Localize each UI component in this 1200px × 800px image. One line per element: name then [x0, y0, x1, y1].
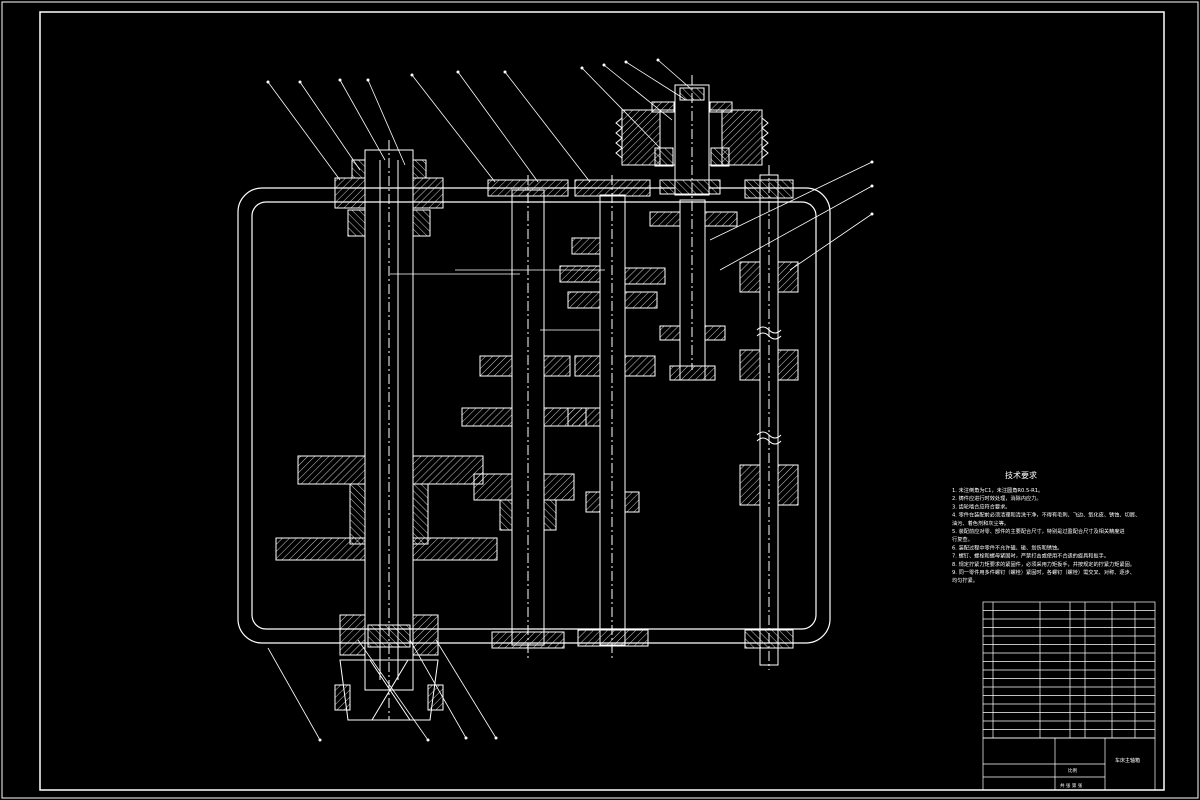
pulley [615, 75, 769, 370]
shaft-2 [461, 175, 587, 660]
note-line: 均匀拧紧。 [952, 576, 978, 584]
scale-label: 比例 [1068, 767, 1077, 774]
note-line: 行复查。 [952, 535, 973, 543]
technical-notes: 技术要求 1. 未注倒角为C1，未注圆角R0.5-R1。2. 铸件应进行时效处理… [952, 470, 1140, 584]
title-block [982, 601, 1156, 791]
drawing-name: 车床主轴箱 [1115, 757, 1140, 764]
item-balloons [266, 58, 874, 742]
note-line: 3. 齿轮啮合应符合要求。 [952, 502, 1010, 510]
note-line: 7. 螺钉、螺栓和螺母紧固时，严禁打击或使用不合适的旋具和扳手。 [952, 552, 1109, 560]
main-spindle [275, 140, 498, 721]
note-line: 5. 装配前应对零、部件的主要配合尺寸，特别是过盈配合尺寸及相关精度进 [952, 527, 1125, 535]
note-line: 8. 规定拧紧力矩要求的紧固件，必须采用力矩扳手，并按规定的拧紧力矩紧固。 [952, 560, 1135, 568]
shaft-5 [739, 165, 799, 670]
notes-lines: 1. 未注倒角为C1，未注圆角R0.5-R1。2. 铸件应进行时效处理，消除内应… [952, 486, 1140, 584]
inner-border [39, 11, 1165, 791]
shaft-4 [649, 179, 738, 381]
leader-lines [267, 59, 873, 741]
note-line: 6. 装配过程中零件不允许磕、碰、划伤和锈蚀。 [952, 543, 1062, 551]
note-line: 1. 未注倒角为C1，未注圆角R0.5-R1。 [952, 486, 1043, 494]
gearbox-housing [237, 187, 831, 644]
note-line: 4. 零件在装配前必须清理和清洗干净，不得有毛刺、飞边、氧化皮、锈蚀、切屑、 [952, 511, 1140, 519]
note-line: 9. 同一零件用多件螺钉（螺栓）紧固时，各螺钉（螺栓）需交叉、对称、逐步、 [952, 568, 1135, 576]
shaft-3 [559, 175, 666, 660]
note-line: 油污、着色剂和灰尘等。 [952, 519, 1009, 527]
sheet-label: 共 张 第 张 [1060, 782, 1083, 789]
note-line: 2. 铸件应进行时效处理，消除内应力。 [952, 494, 1042, 502]
notes-title: 技术要求 [1005, 470, 1037, 480]
